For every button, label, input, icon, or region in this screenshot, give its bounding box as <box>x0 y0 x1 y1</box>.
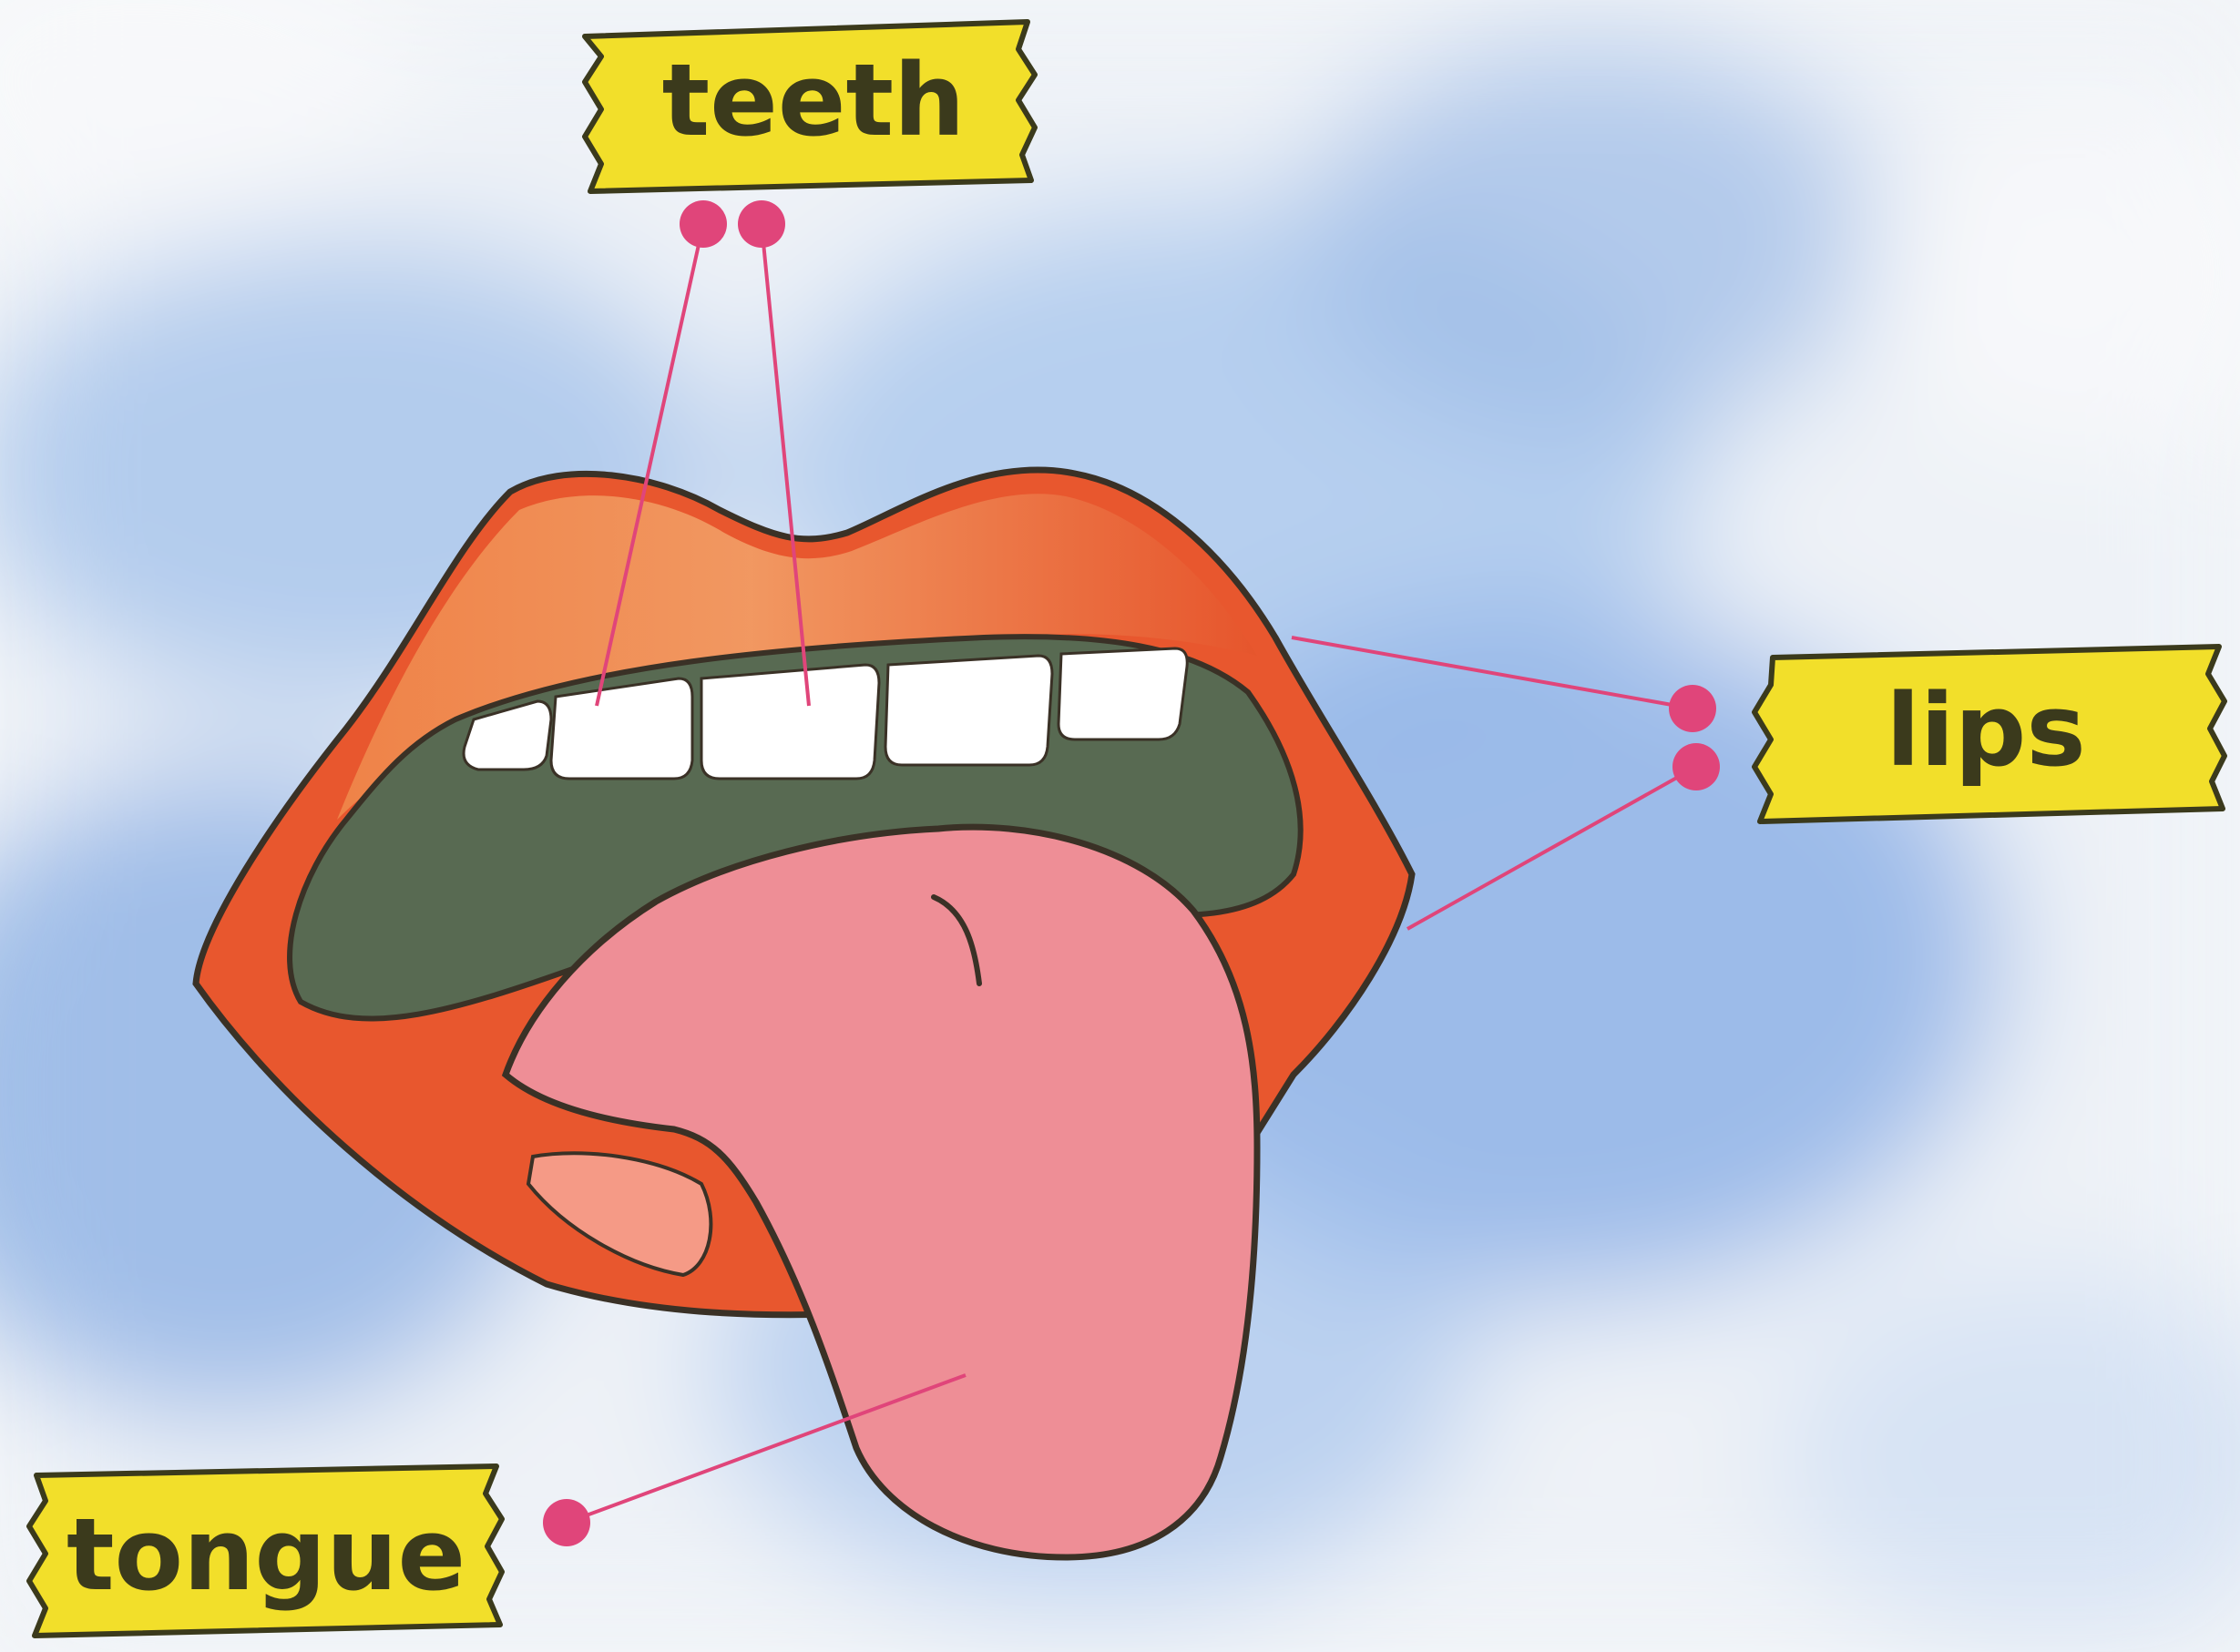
label-tongue: tongue <box>29 1466 502 1636</box>
lips-pointer-dot-lower <box>1672 743 1720 790</box>
label-lips-text: lips <box>1886 672 2086 789</box>
label-lips: lips <box>1754 647 2225 821</box>
teeth-pointer-dot-right <box>738 200 785 248</box>
label-teeth: teeth <box>585 22 1035 191</box>
tongue-pointer-dot <box>543 1499 590 1546</box>
teeth-pointer-dot-left <box>680 200 727 248</box>
label-tongue-text: tongue <box>66 1496 465 1613</box>
lips-pointer-dot-upper <box>1669 685 1716 732</box>
label-teeth-text: teeth <box>662 42 966 158</box>
